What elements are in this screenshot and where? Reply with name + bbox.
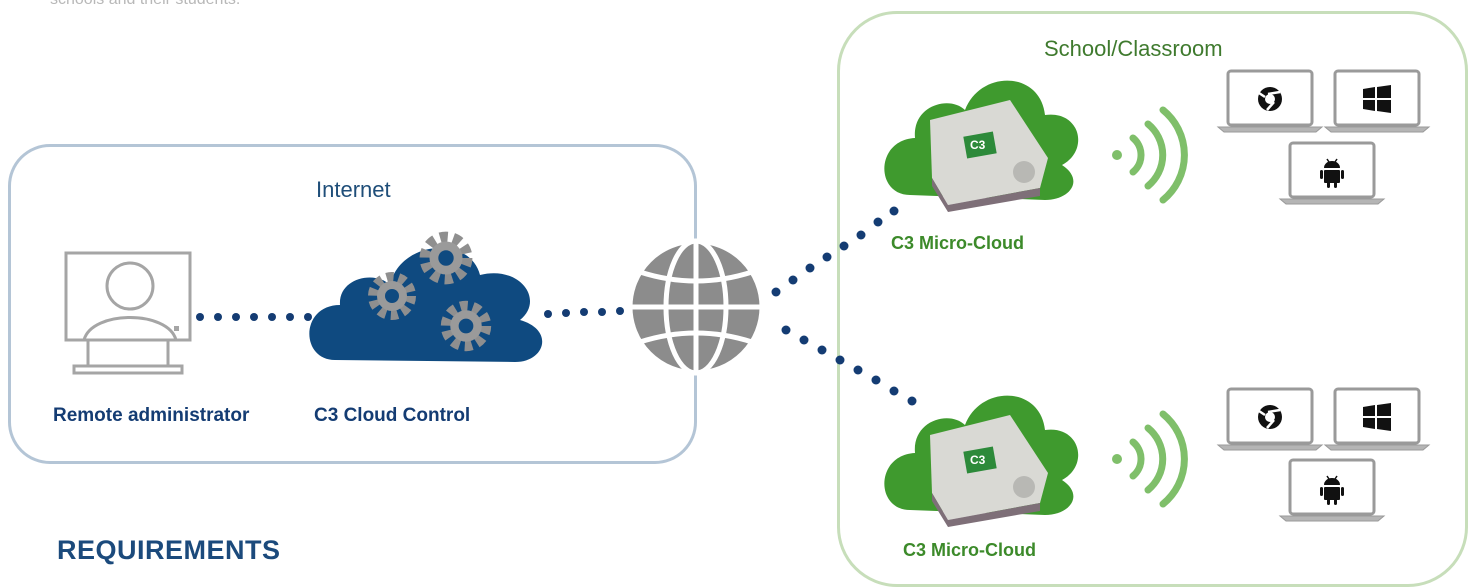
laptop-chrome-icon bbox=[1216, 387, 1324, 452]
green-cloud-device-icon bbox=[884, 395, 1079, 527]
laptop-chrome-icon bbox=[1216, 69, 1324, 134]
network-diagram bbox=[64, 69, 1431, 527]
device-badge-bottom: C3 bbox=[970, 453, 986, 467]
c3-cloud-control-label: C3 Cloud Control bbox=[314, 405, 471, 426]
internet-title: Internet bbox=[316, 177, 391, 202]
monitor-user-icon bbox=[64, 251, 192, 375]
top-caption: schools and their students. bbox=[50, 0, 240, 9]
device-badge-top: C3 bbox=[970, 138, 986, 152]
requirements-heading: REQUIREMENTS bbox=[57, 535, 281, 565]
globe-icon bbox=[627, 238, 765, 376]
green-cloud-device-icon bbox=[884, 80, 1079, 212]
link-cloud-globe bbox=[544, 307, 624, 318]
laptop-android-icon bbox=[1278, 458, 1386, 523]
gear-cloud-icon bbox=[309, 237, 543, 362]
laptop-windows-icon bbox=[1323, 69, 1431, 134]
link-admin-cloud bbox=[196, 313, 312, 321]
micro-cloud-bottom-label: C3 Micro-Cloud bbox=[903, 540, 1036, 560]
remote-administrator-label: Remote administrator bbox=[53, 405, 250, 426]
laptop-android-icon bbox=[1278, 141, 1386, 206]
wifi-icon bbox=[1112, 410, 1188, 508]
link-globe-microcloud-top bbox=[771, 206, 899, 297]
wifi-icon bbox=[1112, 106, 1188, 204]
school-classroom-title: School/Classroom bbox=[1044, 36, 1223, 61]
micro-cloud-top-label: C3 Micro-Cloud bbox=[891, 233, 1024, 253]
laptop-windows-icon bbox=[1323, 387, 1431, 452]
link-globe-microcloud-bottom bbox=[781, 325, 917, 406]
